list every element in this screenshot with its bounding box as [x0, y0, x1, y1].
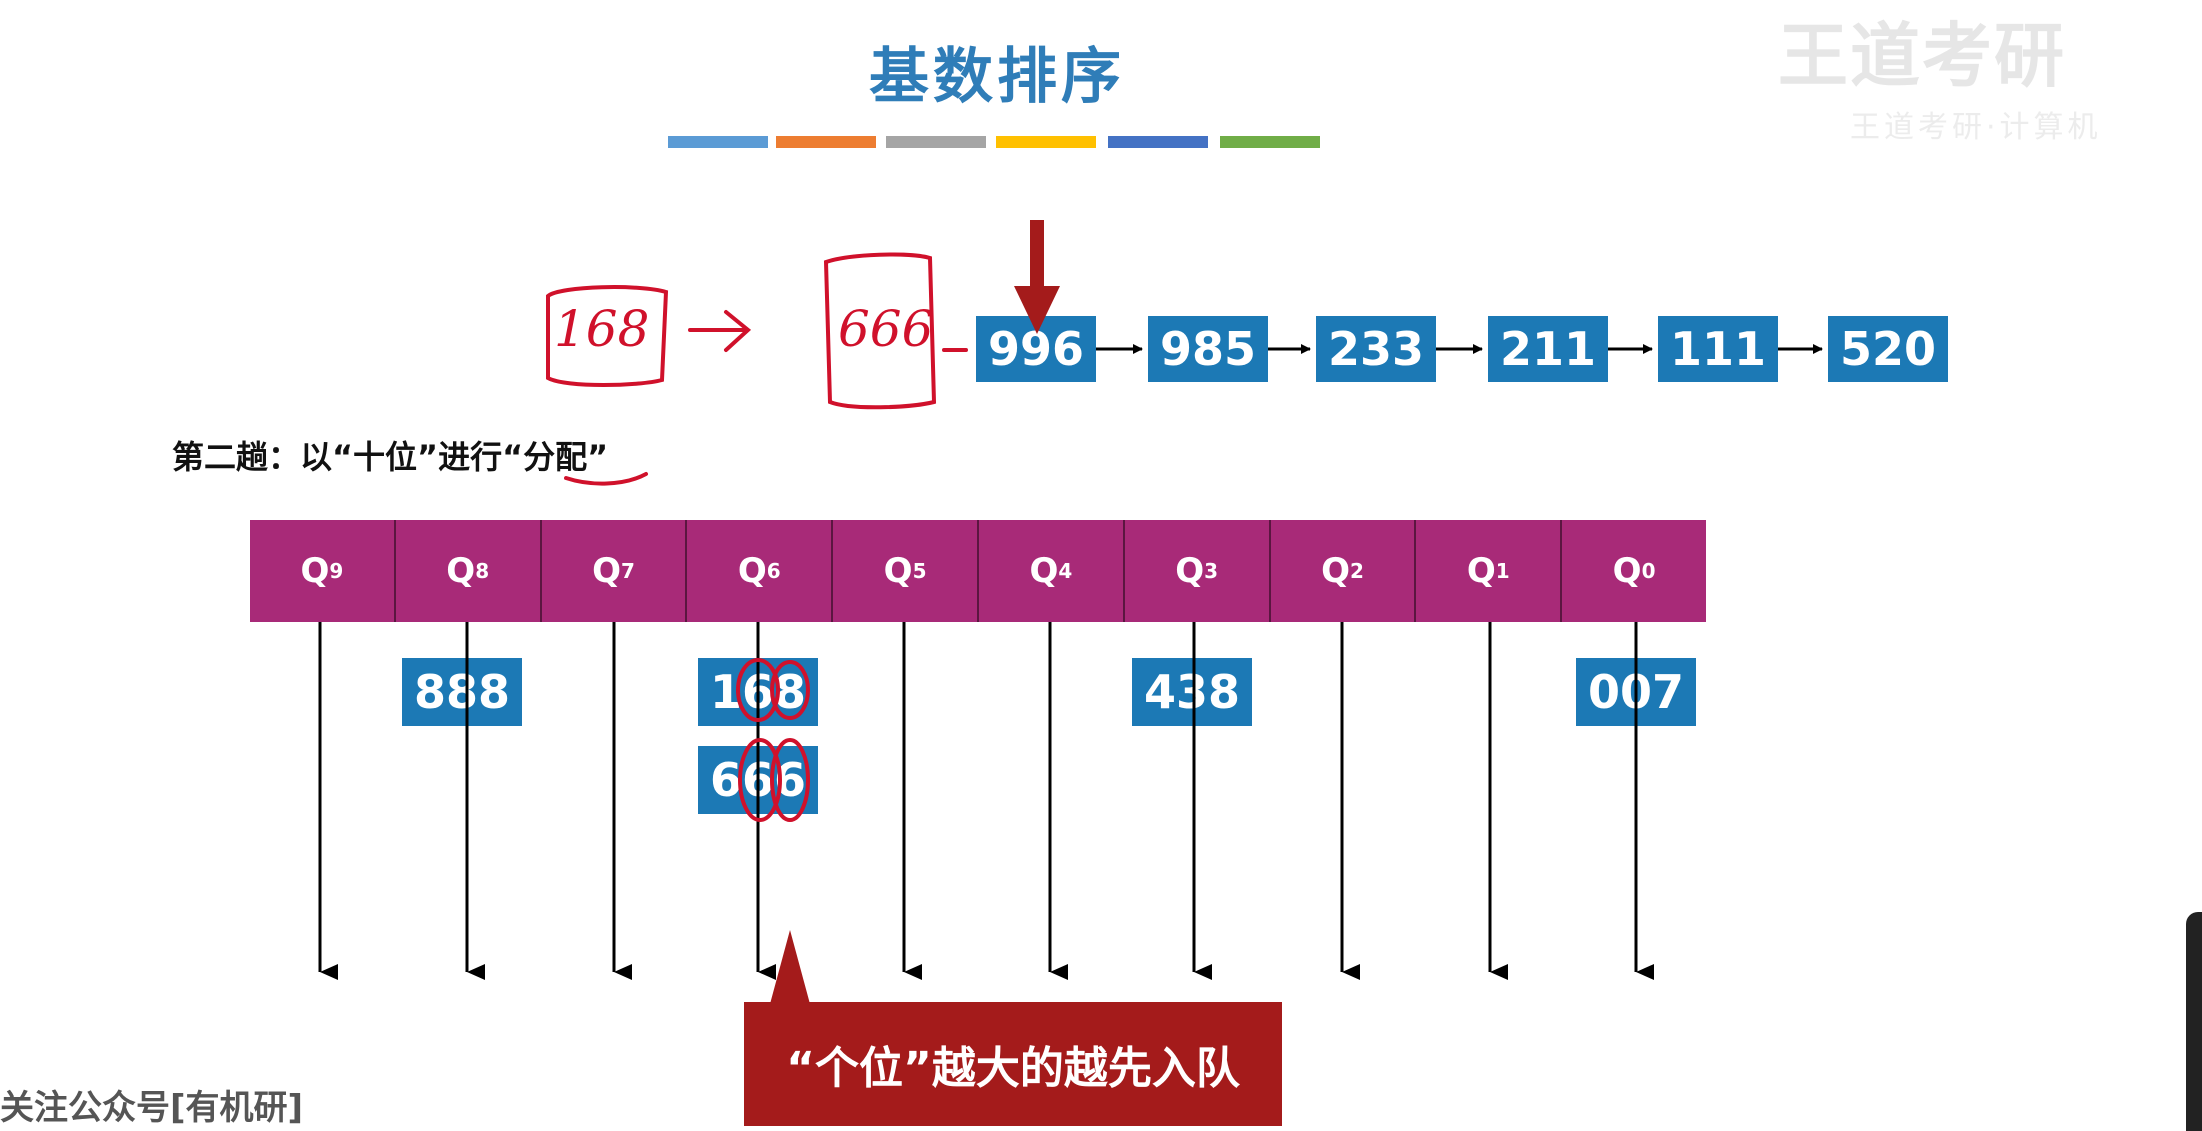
list-node-5: 111 [1658, 316, 1778, 382]
color-bar-4 [996, 136, 1096, 148]
color-bar-3 [886, 136, 986, 148]
page-title: 基数排序 [869, 42, 1125, 112]
list-node-3: 233 [1316, 316, 1436, 382]
queue-item-438: 438 [1132, 658, 1252, 726]
color-bar-5 [1108, 136, 1208, 148]
pass-label: 第二趟：以“十位”进行“分配” [172, 438, 609, 476]
color-bar-2 [776, 136, 876, 148]
red-pointer-arrow-icon [1014, 220, 1060, 334]
handwritten-168: 168 [554, 300, 650, 358]
color-bar-6 [1220, 136, 1320, 148]
list-node-6: 520 [1828, 316, 1948, 382]
queue-item-888: 888 [402, 658, 522, 726]
watermark-logo: 王道考研 [1778, 15, 2066, 97]
list-node-4: 211 [1488, 316, 1608, 382]
watermark-tagline: 王道考研·计算机 [1850, 110, 2102, 145]
color-bar-1 [668, 136, 768, 148]
side-panel-edge[interactable] [2186, 912, 2202, 1131]
list-node-2: 985 [1148, 316, 1268, 382]
queue-arrows [318, 622, 1654, 980]
callout-box: “个位”越大的越先入队 [744, 1002, 1282, 1126]
handwriting-annotations [546, 252, 968, 822]
callout-pointer [770, 930, 810, 1004]
footer-text: 关注公众号[有机研] [0, 1088, 304, 1128]
handwritten-666: 666 [838, 300, 934, 358]
